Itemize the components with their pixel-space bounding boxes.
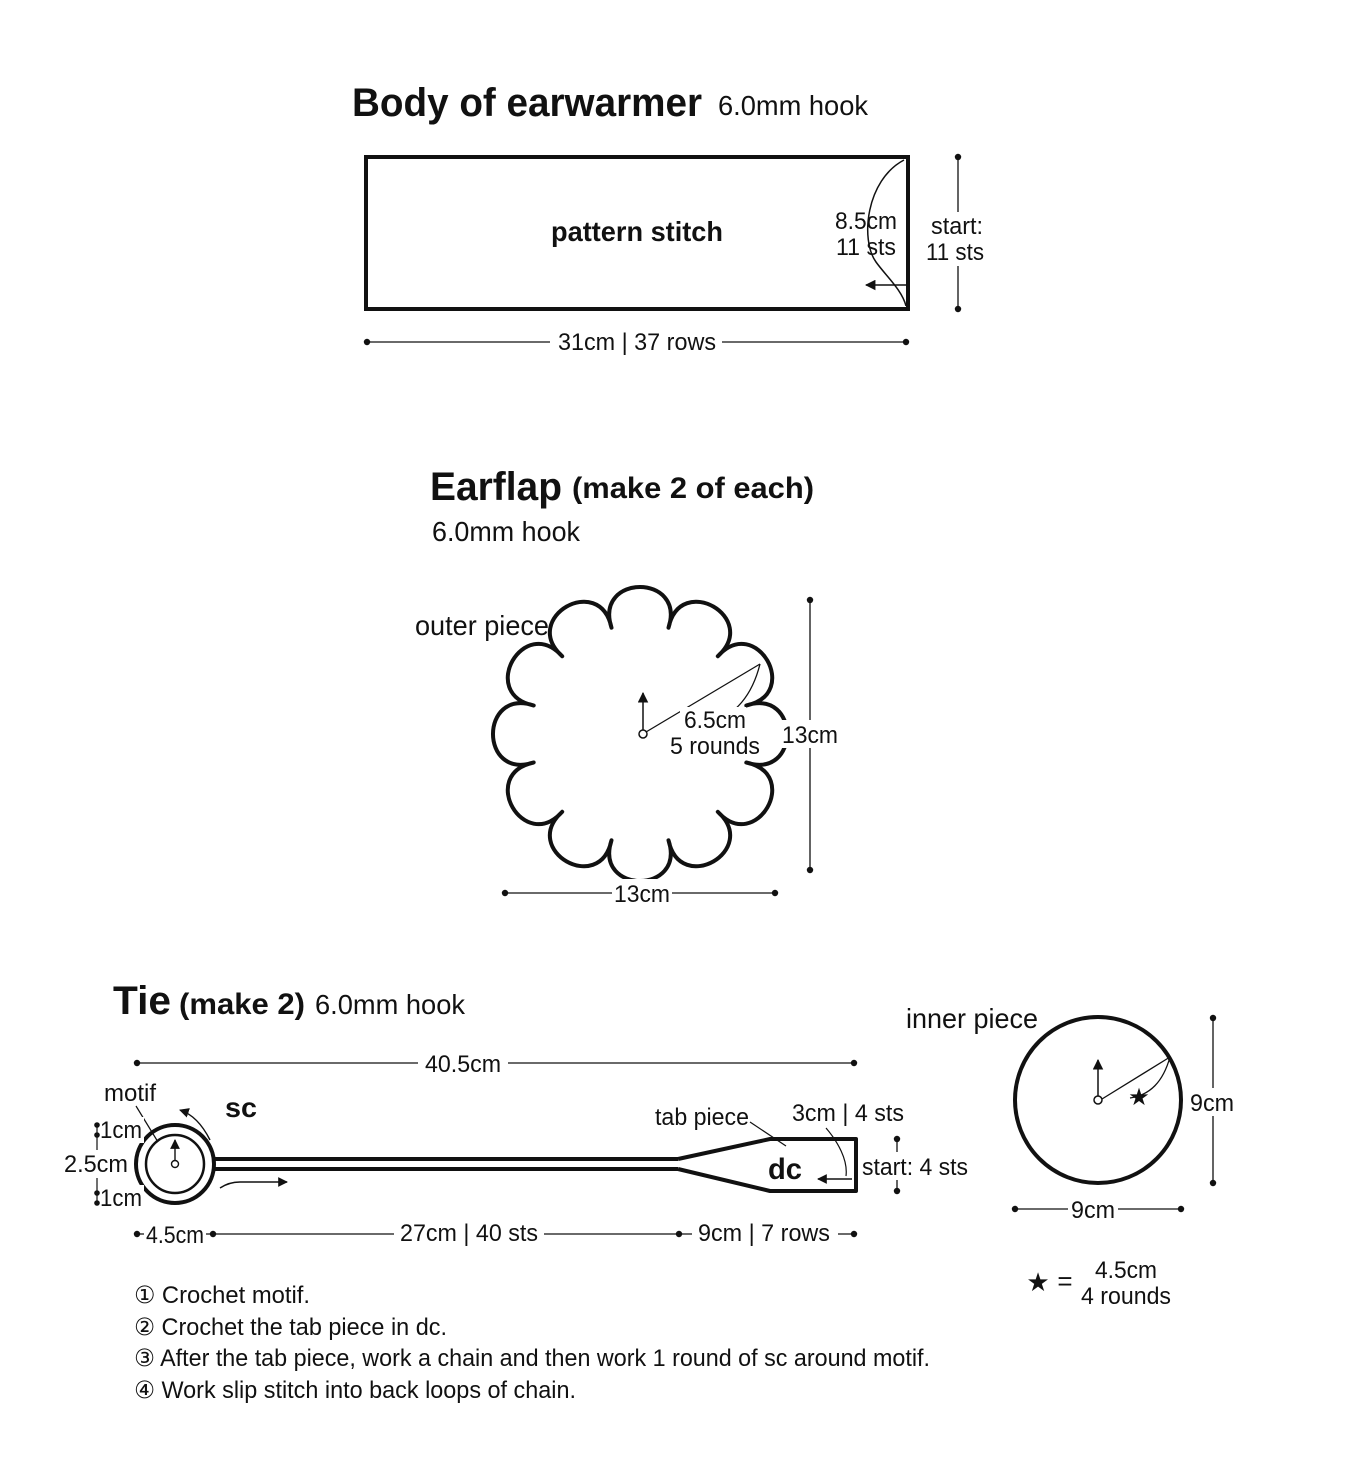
tie-start-dot-bottom xyxy=(893,1187,901,1195)
body-width-label: 31cm | 37 rows xyxy=(558,329,716,356)
inner-star-icon: ★ xyxy=(1128,1084,1150,1111)
tie-tab-dim: 3cm | 4 sts xyxy=(792,1100,904,1127)
tie-tab-leader xyxy=(749,1121,787,1147)
star-legend-equals: = xyxy=(1057,1266,1072,1296)
tie-seg-chain-label: 27cm | 40 sts xyxy=(400,1220,538,1247)
tie-motif-inner xyxy=(144,1133,206,1195)
tie-motif-center xyxy=(170,1159,180,1169)
body-stitch-label: pattern stitch xyxy=(551,216,723,247)
tie-total-label: 40.5cm xyxy=(425,1051,501,1078)
outer-height-dot-bottom xyxy=(806,866,814,874)
tie-tab-label: tab piece xyxy=(655,1104,749,1131)
tie-qualifier: (make 2) xyxy=(179,988,305,1021)
tie-hook-label: 6.0mm hook xyxy=(315,989,466,1020)
tie-left-dot-2 xyxy=(94,1132,100,1138)
outer-width-label: 13cm xyxy=(614,881,670,908)
body-inner-arc xyxy=(866,159,907,307)
inner-piece-label: inner piece xyxy=(906,1003,1038,1034)
earflap-qualifier: (make 2 of each) xyxy=(572,472,814,505)
star-legend-icon: ★ xyxy=(1026,1267,1049,1297)
tie-total-dot-left xyxy=(133,1059,141,1067)
body-hook-label: 6.0mm hook xyxy=(718,90,869,121)
tie-dc-label: dc xyxy=(768,1153,802,1186)
inner-height-dot-top xyxy=(1209,1014,1217,1022)
inner-width-dot-left xyxy=(1011,1205,1019,1213)
star-legend-line-2: 4 rounds xyxy=(1081,1283,1171,1310)
body-start-label-2: 11 sts xyxy=(926,239,984,266)
instruction-step-3: ③ After the tab piece, work a chain and … xyxy=(134,1345,930,1372)
tie-left-dot-3 xyxy=(94,1190,100,1196)
body-rectangle xyxy=(364,155,910,311)
inner-radius-arc xyxy=(1129,1056,1171,1099)
tie-total-dot-right xyxy=(850,1059,858,1067)
outer-width-dot-left xyxy=(501,889,509,897)
tie-seg-tab-label: 9cm | 7 rows xyxy=(698,1220,830,1247)
inner-center-point xyxy=(1093,1095,1103,1105)
inner-height-label: 9cm xyxy=(1190,1090,1234,1117)
inner-width-label: 9cm xyxy=(1071,1197,1115,1224)
tie-dim-1cm-top: 1cm xyxy=(100,1117,142,1144)
tie-left-dot-1 xyxy=(94,1122,100,1128)
body-width-dot-left xyxy=(363,338,371,346)
inner-height-dot-bottom xyxy=(1209,1179,1217,1187)
body-start-label-1: start: xyxy=(931,213,983,240)
tie-seg-dot-3 xyxy=(675,1230,683,1238)
body-height-dot-bottom xyxy=(954,305,962,313)
instructions-list: ① Crochet motif. ② Crochet the tab piece… xyxy=(134,1282,930,1404)
tie-start-label: start: 4 sts xyxy=(862,1154,968,1181)
outer-piece-label: outer piece xyxy=(415,610,549,641)
tie-dim-2-5cm: 2.5cm xyxy=(64,1151,128,1178)
tie-seg-motif-label: 4.5cm xyxy=(146,1222,204,1249)
earflap-hook-label: 6.0mm hook xyxy=(432,516,581,547)
tie-seg-dot-4 xyxy=(850,1230,858,1238)
tie-dim-1cm-bottom: 1cm xyxy=(100,1185,142,1212)
instruction-step-2: ② Crochet the tab piece in dc. xyxy=(134,1314,447,1341)
outer-height-label: 13cm xyxy=(782,722,838,749)
earflap-section: Earflap (make 2 of each) 6.0mm hook oute… xyxy=(415,465,1238,1310)
outer-width-dot-right xyxy=(771,889,779,897)
body-title: Body of earwarmer xyxy=(352,81,702,125)
outer-radius-line xyxy=(645,663,761,733)
body-height-dot-top xyxy=(954,153,962,161)
tie-chain-arrow xyxy=(219,1177,288,1189)
body-inner-dim-2: 11 sts xyxy=(836,234,896,261)
tie-tab-arc xyxy=(825,1127,847,1177)
tie-left-dot-4 xyxy=(94,1200,100,1206)
inner-width-dot-right xyxy=(1177,1205,1185,1213)
instruction-step-4: ④ Work slip stitch into back loops of ch… xyxy=(134,1377,576,1404)
star-legend-line-1: 4.5cm xyxy=(1095,1257,1157,1284)
tie-seg-dot-2 xyxy=(209,1230,217,1238)
outer-piece-scallop xyxy=(491,585,789,883)
tie-seg-dot-1 xyxy=(133,1230,141,1238)
body-section: Body of earwarmer 6.0mm hook pattern sti… xyxy=(352,81,986,356)
outer-radius-label-2: 5 rounds xyxy=(670,733,760,760)
body-inner-dim-1: 8.5cm xyxy=(835,208,897,235)
tie-tab-piece xyxy=(677,1137,858,1193)
inner-piece-circle xyxy=(1013,1015,1183,1185)
tie-sc-arc xyxy=(179,1108,211,1141)
inner-radius-line xyxy=(1101,1056,1171,1100)
outer-radius-label-1: 6.5cm xyxy=(684,707,746,734)
tie-start-dot-top xyxy=(893,1135,901,1143)
tie-motif-outer xyxy=(134,1123,216,1205)
outer-center-point xyxy=(638,729,648,739)
tie-section: Tie (make 2) 6.0mm hook 40.5cm sc motif … xyxy=(64,979,971,1249)
tie-title: Tie xyxy=(113,979,171,1023)
earflap-title: Earflap xyxy=(430,465,562,509)
body-width-dot-right xyxy=(902,338,910,346)
tie-motif-label: motif xyxy=(104,1080,156,1107)
outer-height-dot-top xyxy=(806,596,814,604)
tie-motif-leader xyxy=(135,1105,159,1143)
instruction-step-1: ① Crochet motif. xyxy=(134,1282,310,1309)
tie-sc-label: sc xyxy=(225,1092,257,1123)
